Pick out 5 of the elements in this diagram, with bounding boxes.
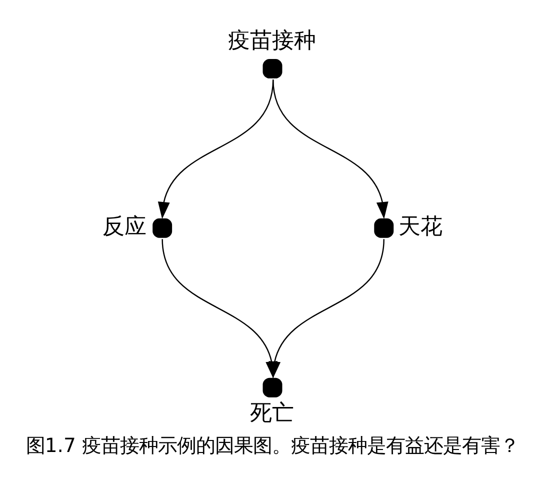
caption: 图1.7 疫苗接种示例的因果图。疫苗接种是有益还是有害？ [26, 434, 520, 457]
node-label: 疫苗接种 [228, 28, 316, 54]
node-label: 天花 [398, 214, 442, 240]
node-label: 反应 [102, 214, 147, 240]
node-label: 死亡 [250, 400, 294, 426]
